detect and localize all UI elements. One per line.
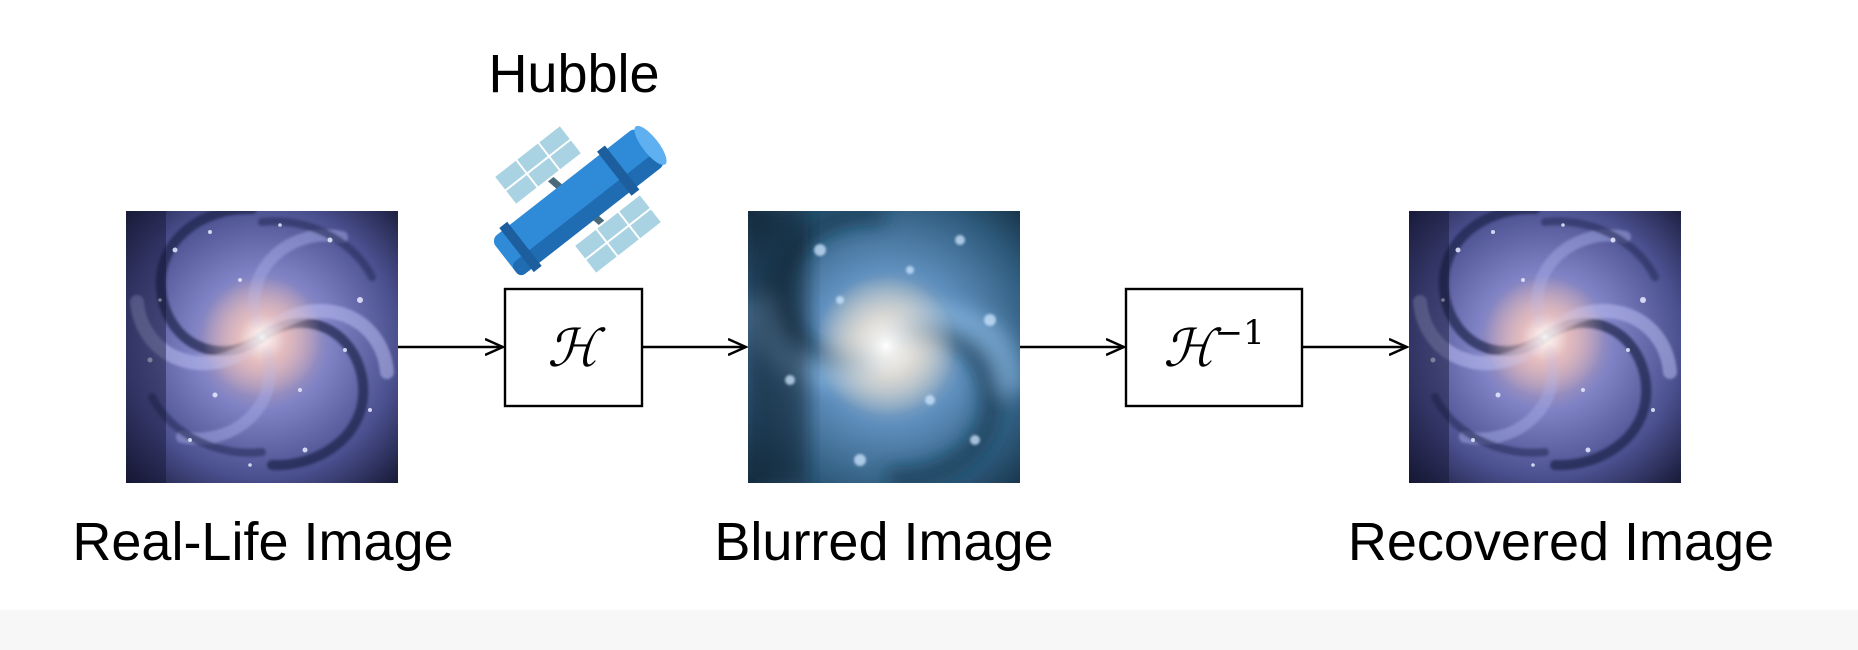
forward-operator-symbol: ℋ (547, 319, 606, 379)
recovered-image (1409, 211, 1681, 483)
telescope-label: Hubble (488, 44, 659, 104)
inverse-operator-symbol: ℋ (1163, 319, 1222, 379)
blurred-image-label: Blurred Image (714, 512, 1053, 572)
forward-operator-box: ℋ (503, 287, 644, 408)
real-life-image-label: Real-Life Image (72, 512, 453, 572)
hubble-telescope-icon (492, 123, 667, 276)
blurred-image (748, 211, 1020, 483)
bottom-band (0, 610, 1858, 650)
inverse-operator-label: ℋ−1 (1163, 313, 1265, 379)
recovered-image-label: Recovered Image (1348, 512, 1774, 572)
real-life-image (126, 211, 398, 483)
inverse-operator-box: ℋ−1 (1124, 287, 1304, 408)
inverse-operator-superscript: −1 (1215, 313, 1265, 353)
